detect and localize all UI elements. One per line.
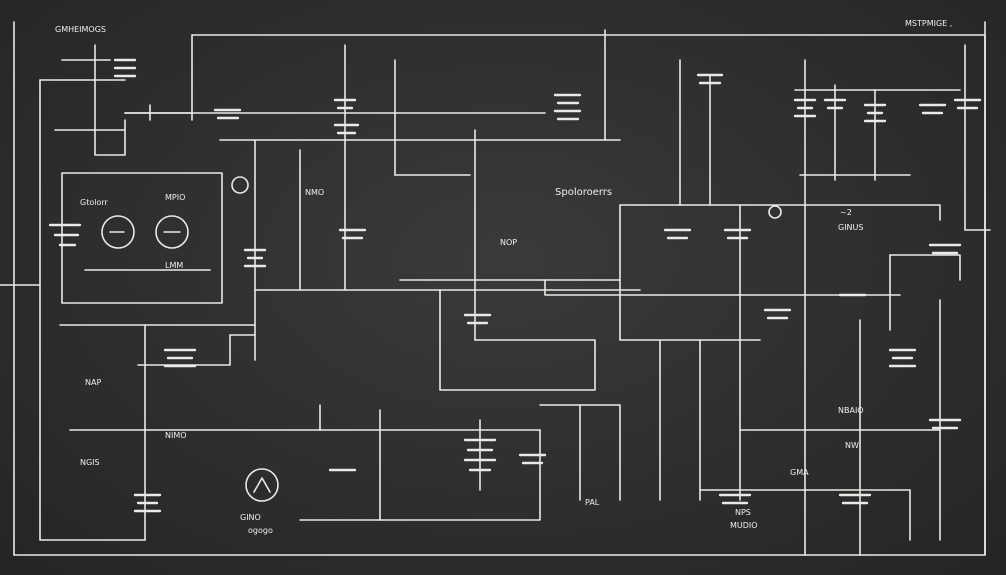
circle-symbols bbox=[231, 176, 782, 502]
component-symbols bbox=[133, 73, 982, 513]
vertical-lines bbox=[144, 29, 941, 556]
top-left-cluster bbox=[54, 44, 193, 156]
left-side-label-1: NAP bbox=[85, 378, 101, 387]
mid-label-1: NMO bbox=[305, 188, 324, 197]
left-block-sub: MPIO bbox=[165, 193, 185, 202]
right-side-label-1: NBAIO bbox=[838, 406, 864, 415]
left-block-title: Gtolorr bbox=[80, 198, 108, 207]
center-title: Spoloroerrs bbox=[555, 187, 612, 198]
bottom-left-label-2: ogogo bbox=[248, 526, 273, 535]
bottom-center-label: PAL bbox=[585, 498, 600, 507]
top-right-label: MSTPMIGE , bbox=[905, 19, 952, 28]
bottom-right-label-2: MUDIO bbox=[730, 521, 758, 530]
bottom-right-label-1: NPS bbox=[735, 508, 751, 517]
mid-label-3: NIMO bbox=[165, 431, 187, 440]
right-side-label-2: NW bbox=[845, 441, 859, 450]
left-block-bottom: LMM bbox=[165, 261, 183, 270]
bus-lines bbox=[59, 89, 961, 541]
left-circle-block bbox=[48, 172, 223, 304]
right-upper-number: ~2 bbox=[840, 208, 852, 217]
bottom-mid-label: GMA bbox=[790, 468, 809, 477]
top-left-title: GMHEIMOGS bbox=[55, 25, 106, 34]
outer-wiring bbox=[0, 21, 991, 556]
right-upper-label: GINUS bbox=[838, 223, 863, 232]
mid-label-2: NOP bbox=[500, 238, 517, 247]
bottom-left-label-1: GINO bbox=[240, 513, 261, 522]
schematic-labels: GMHEIMOGS MSTPMIGE , Spoloroerrs Gtolorr… bbox=[55, 19, 952, 535]
left-side-label-2: NGIS bbox=[80, 458, 100, 467]
